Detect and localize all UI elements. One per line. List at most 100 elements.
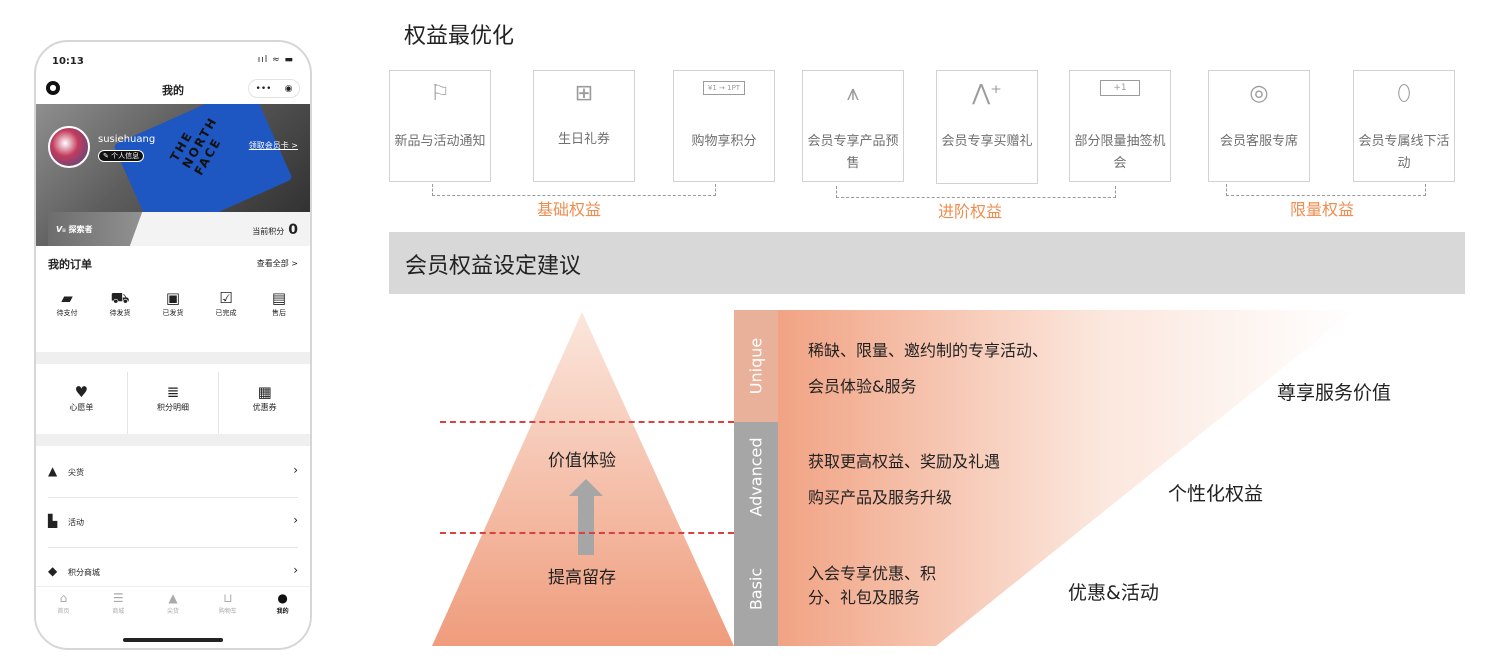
chat-check-icon: ◎	[1249, 81, 1269, 106]
orders-title: 我的订单	[48, 258, 92, 271]
group-bracket	[836, 186, 1116, 198]
tab-me[interactable]: ● 我的	[255, 587, 310, 626]
tier-label: Unique	[746, 337, 766, 395]
jacket-icon: ⩚	[846, 81, 860, 106]
benefit-card: ⬯ 会员专属线下活动	[1353, 70, 1455, 182]
nav-title: 我的	[162, 84, 184, 97]
tier-description-basic: 入会专享优惠、积 分、礼包及服务	[808, 562, 936, 610]
tier-description-line: 会员体验&服务	[808, 377, 917, 396]
tier-value-basic: 优惠&活动	[1068, 582, 1159, 604]
box-icon: ▣	[165, 289, 181, 307]
tab-label: 商城	[112, 608, 125, 615]
profile-edit-button[interactable]: ✎ 个人信息	[98, 150, 145, 162]
status-time: 10:13	[52, 56, 84, 67]
benefit-card-label: 部分限量抽签机会	[1074, 134, 1166, 171]
order-status-row: ▰待支付 ⛟待发货 ▣ 已发货 ☑ 已完成 ▤ 售后	[42, 288, 304, 318]
order-pending-payment[interactable]: ▰待支付	[42, 288, 92, 318]
points-label: 当前积分	[252, 227, 285, 236]
order-item-label: 待发货	[109, 309, 131, 317]
coupons-shortcut[interactable]: ▦优惠券	[219, 372, 310, 434]
cart-icon: ⊔	[223, 591, 233, 605]
tab-bar: ⌂ 首页 ☰商城 ▲ 尖货 ⊔ 购物车 ● 我的	[36, 586, 310, 626]
benefit-card: +1 部分限量抽签机会	[1069, 70, 1171, 182]
chevron-right-icon: ›	[293, 513, 298, 527]
page-title: 权益最优化	[404, 24, 515, 49]
section-banner-title: 会员权益设定建议	[405, 254, 582, 279]
tier-description-line: 购买产品及服务升级	[808, 488, 953, 507]
avatar[interactable]	[48, 126, 90, 168]
flag-icon: ⚐	[430, 81, 450, 106]
home-icon: ⌂	[59, 591, 68, 605]
wallet-icon: ▰	[61, 289, 73, 307]
more-icon[interactable]: •••	[255, 83, 272, 94]
divider	[36, 434, 310, 446]
section-banner: 会员权益设定建议	[389, 232, 1465, 294]
mountain-icon: ▲	[168, 591, 178, 605]
home-indicator	[123, 638, 223, 642]
tab-label: 尖货	[166, 608, 179, 615]
tier-advanced: Advanced	[734, 422, 778, 532]
order-pending-shipment[interactable]: ⛟待发货	[95, 288, 145, 318]
benefit-card-tag: +1	[1100, 80, 1140, 96]
mini-program-capsule[interactable]: ••• ◉	[248, 79, 300, 98]
tier-label: Basic	[746, 567, 766, 611]
order-item-label: 已发货	[162, 309, 184, 317]
list-item-featured[interactable]: ▲ 尖货 ›	[48, 448, 298, 498]
list-item-label: 尖货	[68, 468, 84, 477]
benefit-card-label: 生日礼券	[557, 132, 610, 147]
benefit-card: ⋀⁺ 会员专享买赠礼	[936, 70, 1038, 184]
benefit-card: ◎ 会员客服专席	[1208, 70, 1310, 182]
gem-icon: ◆	[48, 564, 58, 578]
tab-featured[interactable]: ▲ 尖货	[146, 587, 201, 626]
tier-description-advanced: 获取更高权益、奖励及礼遇 购买产品及服务升级	[808, 444, 1000, 516]
tier-description-line: 稀缺、限量、邀约制的专享活动、	[808, 341, 1049, 360]
benefit-card-label: 购物享积分	[691, 134, 757, 149]
group-label-limited: 限量权益	[1290, 200, 1355, 219]
chevron-right-icon: ›	[293, 463, 298, 477]
tier-divider	[440, 532, 734, 534]
benefit-card: ⚐ 新品与活动通知	[389, 70, 491, 182]
tab-label: 我的	[276, 608, 289, 615]
tier-value-advanced: 个性化权益	[1168, 483, 1264, 505]
chevron-right-icon: ›	[293, 563, 298, 577]
chat-icon[interactable]: ●	[46, 81, 60, 95]
mountain-plus-icon: ⋀⁺	[972, 81, 1002, 106]
mountain-icon: ▲	[48, 464, 58, 478]
order-shipped[interactable]: ▣ 已发货	[148, 288, 198, 318]
get-member-card-link[interactable]: 领取会员卡 >	[248, 141, 298, 150]
person-icon: ●	[277, 591, 288, 605]
list-item-points-mall[interactable]: ◆ 积分商城 ›	[48, 548, 298, 598]
heart-icon: ♥	[74, 383, 89, 401]
close-target-icon[interactable]: ◉	[284, 83, 293, 94]
tier-value-unique: 尊享服务价值	[1277, 382, 1392, 404]
shortcut-label: 优惠券	[252, 403, 277, 412]
tab-home[interactable]: ⌂ 首页	[36, 587, 91, 626]
order-completed[interactable]: ☑ 已完成	[201, 288, 251, 318]
benefit-card-label: 会员专享买赠礼	[941, 134, 1033, 149]
shortcut-label: 积分明细	[157, 403, 189, 412]
check-box-icon: ☑	[219, 289, 233, 307]
wishlist-shortcut[interactable]: ♥心愿单	[36, 372, 128, 434]
pyramid-bottom-label: 提高留存	[548, 568, 616, 588]
order-item-label: 已完成	[215, 309, 237, 317]
points-detail-shortcut[interactable]: ≣ 积分明细	[128, 372, 220, 434]
order-item-label: 售后	[272, 309, 286, 317]
service-icon: ▤	[271, 289, 287, 307]
benefit-card-tag: ¥1 → 1PT	[702, 81, 746, 95]
group-bracket	[432, 184, 716, 196]
tier-label: Advanced	[746, 437, 766, 517]
benefit-card: ¥1 → 1PT 购物享积分	[673, 70, 775, 182]
order-after-sales[interactable]: ▤ 售后	[254, 288, 304, 318]
list-item-label: 活动	[68, 518, 84, 527]
list-item-activities[interactable]: ▙ 活动 ›	[48, 498, 298, 548]
view-all-orders-link[interactable]: 查看全部 >	[256, 259, 298, 268]
signal-wifi-battery-icon: ııl ≈ ▬	[257, 55, 294, 65]
benefit-card-label: 新品与活动通知	[394, 134, 486, 149]
tab-cart[interactable]: ⊔ 购物车	[200, 587, 255, 626]
tab-label: 购物车	[218, 608, 237, 615]
tab-label: 首页	[57, 608, 70, 615]
coins-icon: ≣	[166, 383, 180, 401]
tab-mall[interactable]: ☰商城	[91, 587, 146, 626]
tier-description-line: 入会专享优惠、积	[808, 564, 937, 583]
